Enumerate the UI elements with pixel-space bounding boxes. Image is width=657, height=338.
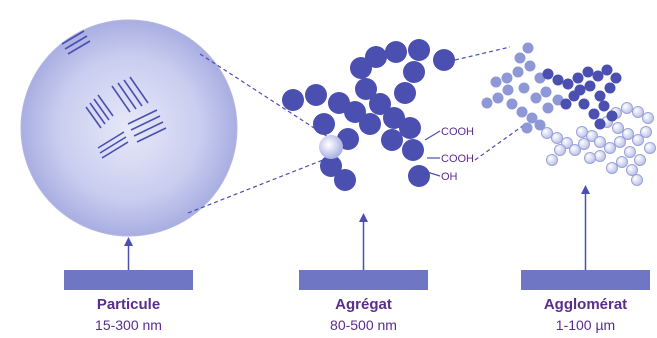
agglomerate-group xyxy=(481,42,656,186)
agglomerat-arrow-head xyxy=(581,185,590,194)
particle-group xyxy=(20,19,238,237)
functional-groups: COOH COOH OH xyxy=(424,126,474,183)
agglomerate-medium-beads xyxy=(481,42,564,134)
particule-title: Particule xyxy=(97,296,160,313)
lattice-lines-cluster xyxy=(85,76,167,159)
labels: Particule 15-300 nm Agrégat 80-500 nm Ag… xyxy=(95,296,627,333)
lattice-lines-small xyxy=(61,30,91,55)
highlighted-bead xyxy=(319,135,343,159)
scale-markers xyxy=(64,185,650,290)
group-cooh-2: COOH xyxy=(441,153,474,165)
agglomerate-dark-beads xyxy=(542,64,622,130)
group-oh: OH xyxy=(441,171,458,183)
particule-arrow-head xyxy=(124,237,133,246)
agglomerat-bar xyxy=(521,270,650,290)
zoom-lines-2 xyxy=(454,46,525,161)
zoom-lines-1 xyxy=(187,53,329,214)
particle-sphere xyxy=(20,19,238,237)
agregat-arrow-head xyxy=(359,213,368,222)
particule-bar xyxy=(64,270,193,290)
agregat-title: Agrégat xyxy=(335,296,392,313)
agglomerate-light-beads xyxy=(541,102,656,186)
group-cooh-1: COOH xyxy=(441,126,474,138)
agregat-size: 80-500 nm xyxy=(330,317,397,333)
agregat-bar xyxy=(299,270,428,290)
agglomerat-size: 1-100 µm xyxy=(556,317,615,333)
agglomerat-title: Agglomérat xyxy=(544,296,627,313)
aggregate-group xyxy=(282,39,455,191)
particule-size: 15-300 nm xyxy=(95,317,162,333)
